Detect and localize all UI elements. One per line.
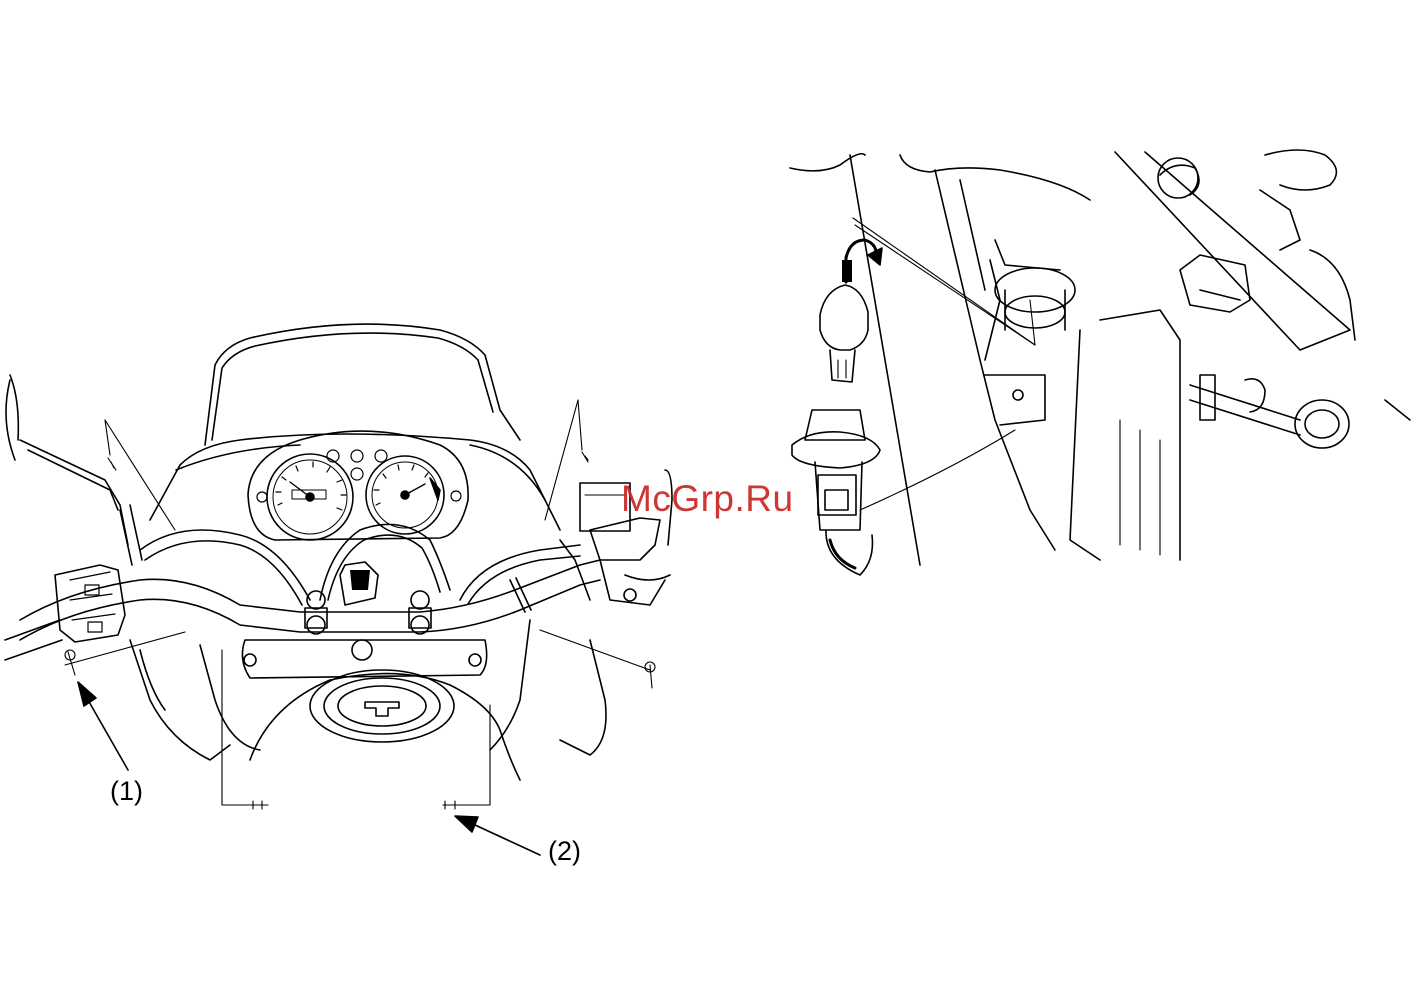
tachometer	[366, 456, 444, 534]
indicator-lamps	[257, 450, 461, 502]
cables	[120, 505, 590, 612]
arrow-head-2	[455, 816, 478, 832]
left-mirror-stem	[6, 380, 128, 545]
left-grip	[5, 620, 62, 660]
speedometer	[267, 454, 353, 540]
left-switch-housing	[55, 565, 125, 642]
bulb	[820, 285, 868, 382]
upper-fairing	[150, 434, 560, 530]
watermark-text: McGrp.Ru	[621, 478, 794, 520]
handlebar-illustration	[5, 324, 672, 855]
lower-fairing-right	[560, 640, 606, 755]
callout-label-1: (1)	[110, 776, 143, 807]
lamp-housing	[985, 240, 1075, 425]
arrow-head-1	[78, 682, 96, 706]
windscreen	[205, 324, 520, 445]
bulb-socket-illustration	[790, 150, 1410, 575]
bulb-socket	[792, 410, 880, 575]
top-bridge	[242, 591, 486, 678]
fuel-tank	[250, 670, 520, 780]
ignition-switch	[340, 562, 378, 605]
rotate-arrow-icon	[842, 240, 882, 282]
callout-arrows	[78, 682, 540, 855]
windscreen-inner	[212, 333, 493, 440]
callout-label-2: (2)	[548, 836, 581, 867]
